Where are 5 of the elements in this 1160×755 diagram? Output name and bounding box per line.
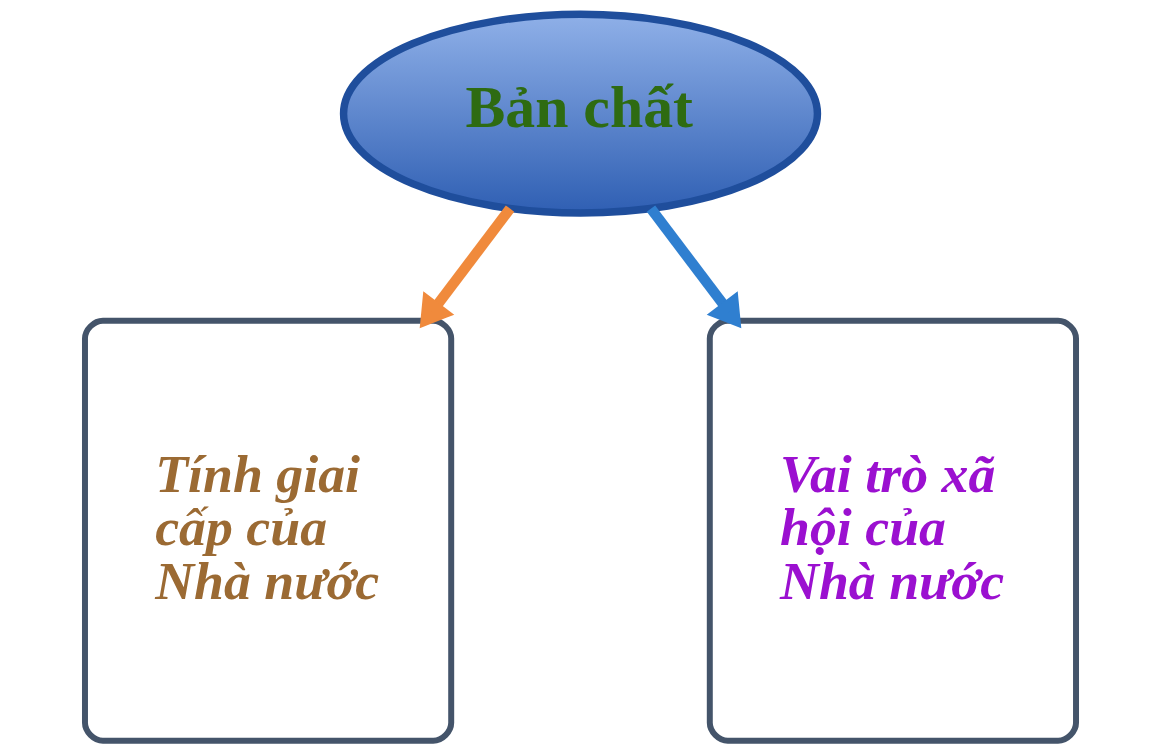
- node-box: Vai trò xã hội của Nhà nước: [706, 317, 1079, 744]
- node-ellipse: Bản chất: [339, 10, 821, 217]
- arrow: [646, 205, 741, 329]
- node-box: Tính giai cấp của Nhà nước: [81, 317, 454, 744]
- arrow: [419, 205, 514, 329]
